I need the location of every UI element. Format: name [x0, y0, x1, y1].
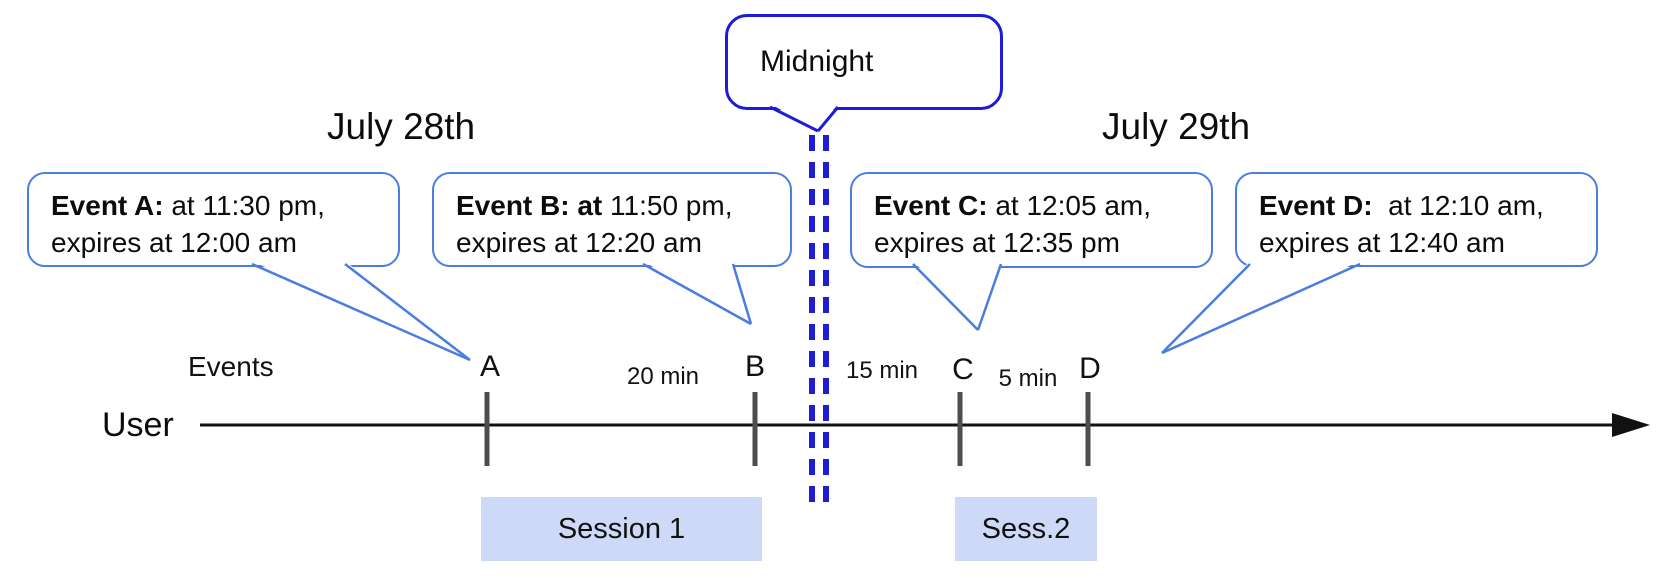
- interval-label-15min: 15 min: [845, 357, 919, 384]
- midnight-label: Midnight: [760, 45, 874, 78]
- event-a-line2: expires at 12:00 am: [51, 227, 297, 258]
- timeline-arrowhead-icon: [1612, 413, 1650, 437]
- event-c-callout: Event C: at 12:05 am, expires at 12:35 p…: [850, 172, 1213, 268]
- date-title-july-28: July 28th: [327, 106, 476, 147]
- tick-label-b: B: [744, 350, 766, 383]
- midnight-callout: Midnight: [725, 14, 1003, 110]
- event-d-callout-tail: [1161, 261, 1361, 355]
- tick-label-c: C: [952, 353, 974, 386]
- event-b-callout-tail: [642, 261, 753, 326]
- event-a-callout-tail: [251, 261, 471, 362]
- session-2-label: Sess.2: [981, 512, 1071, 545]
- event-c-line1: Event C: at 12:05 am,: [874, 190, 1152, 221]
- event-d-line1: Event D: at 12:10 am,: [1259, 190, 1544, 221]
- event-a-callout: Event A: at 11:30 pm, expires at 12:00 a…: [27, 172, 400, 267]
- session-2-box: Sess.2: [955, 497, 1097, 561]
- event-c-callout-tail: [912, 261, 1003, 331]
- interval-label-5min: 5 min: [998, 365, 1058, 392]
- event-b-callout: Event B: at 11:50 pm, expires at 12:20 a…: [432, 172, 792, 267]
- tick-label-d: D: [1079, 352, 1101, 385]
- event-b-line2: expires at 12:20 am: [456, 227, 702, 258]
- events-axis-label: Events: [188, 351, 274, 382]
- interval-label-20min: 20 min: [626, 363, 700, 390]
- session-1-box: Session 1: [481, 497, 762, 561]
- event-d-line2: expires at 12:40 am: [1259, 227, 1505, 258]
- session-1-label: Session 1: [557, 512, 686, 545]
- date-title-july-29: July 29th: [1102, 106, 1251, 147]
- event-c-line2: expires at 12:35 pm: [874, 227, 1120, 258]
- tick-label-a: A: [479, 350, 501, 383]
- event-d-callout: Event D: at 12:10 am, expires at 12:40 a…: [1235, 172, 1598, 267]
- event-b-line1: Event B: at 11:50 pm,: [456, 190, 733, 221]
- event-a-line1: Event A: at 11:30 pm,: [51, 190, 325, 221]
- user-axis-label: User: [102, 406, 174, 444]
